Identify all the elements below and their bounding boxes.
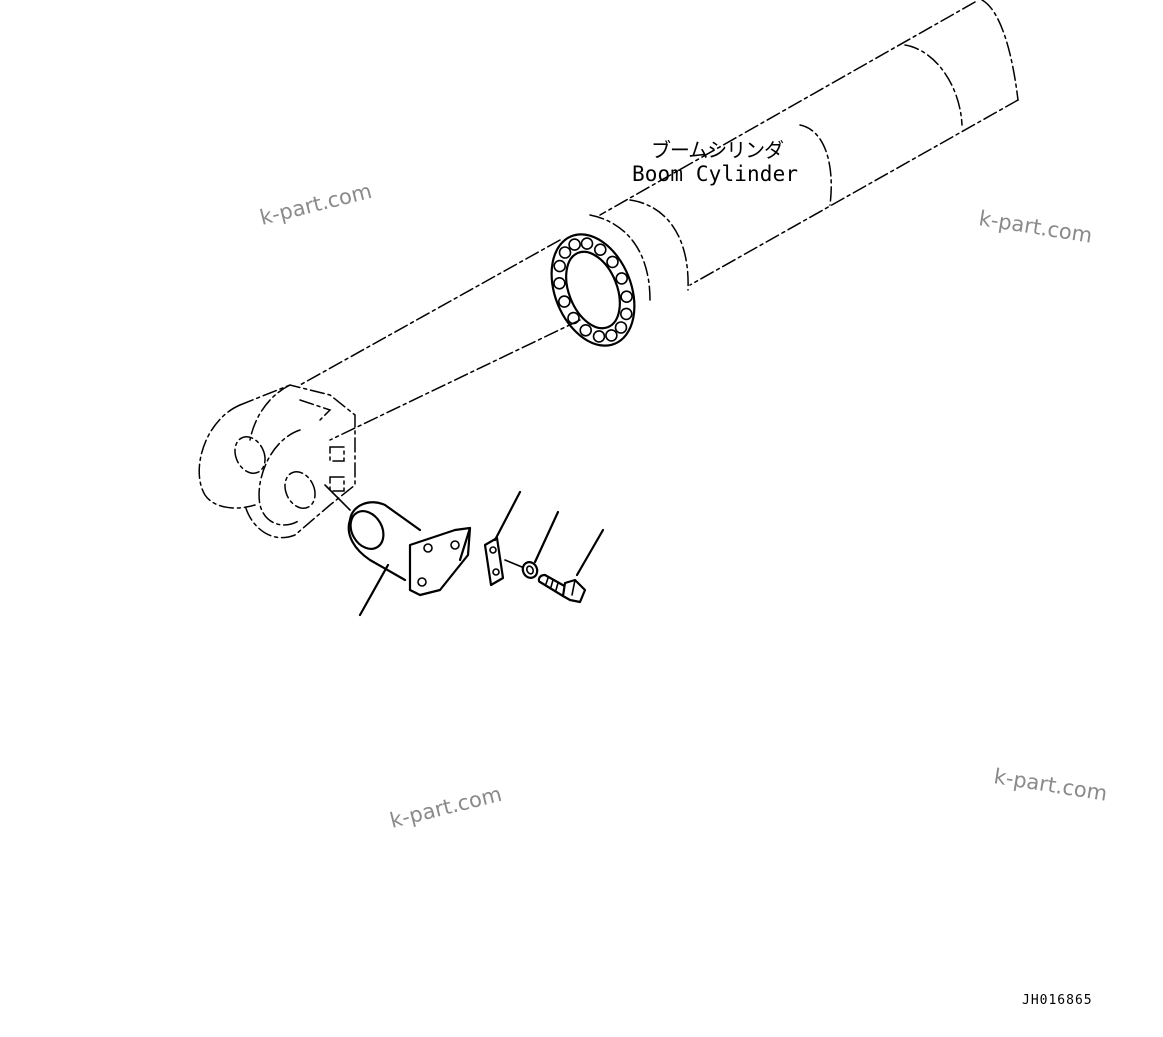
ring-bolt-head <box>579 323 593 337</box>
watermark: k-part.com <box>992 764 1109 806</box>
seal-ring <box>550 233 636 347</box>
rod-end-clevis <box>198 384 356 539</box>
ring-bolt-head <box>558 246 572 259</box>
ring-bolt-head <box>619 307 633 321</box>
bolt-leader-line <box>575 528 605 577</box>
ring-bolt-head <box>606 255 619 269</box>
ring-bolt-head <box>592 330 606 343</box>
bolt <box>537 528 605 604</box>
ring-bolt-head <box>620 290 633 304</box>
seal-ring-bolts <box>553 237 633 343</box>
ring-bolt-head <box>553 259 567 273</box>
ring-bolt-head <box>553 276 566 290</box>
lock-plate-leader-line <box>493 490 522 542</box>
ring-bolt-head <box>580 237 594 250</box>
ring-bolt-head <box>593 243 607 256</box>
piston-rod <box>299 239 581 441</box>
boom-cylinder-label-jp: ブームシリンダ <box>651 138 784 162</box>
washer <box>504 510 560 579</box>
lock-plate <box>483 490 522 587</box>
watermark: k-part.com <box>387 782 504 833</box>
boom-cylinder-label-en: Boom Cylinder <box>632 162 798 186</box>
pin-part <box>324 484 472 617</box>
drawing-code: JH016865 <box>1022 993 1093 1008</box>
watermark: k-part.com <box>977 206 1094 248</box>
washer-leader-line <box>533 510 560 564</box>
ring-bolt-head <box>557 295 571 308</box>
ring-bolt-head <box>568 238 581 251</box>
watermark: k-part.com <box>257 179 374 230</box>
cylinder-tube <box>589 0 1019 301</box>
ring-bolt-head <box>605 329 618 342</box>
ring-bolt-head <box>614 321 628 334</box>
ring-bolt-head <box>615 272 629 285</box>
pin-leader-line <box>358 563 390 617</box>
ring-bolt-head <box>567 311 580 325</box>
